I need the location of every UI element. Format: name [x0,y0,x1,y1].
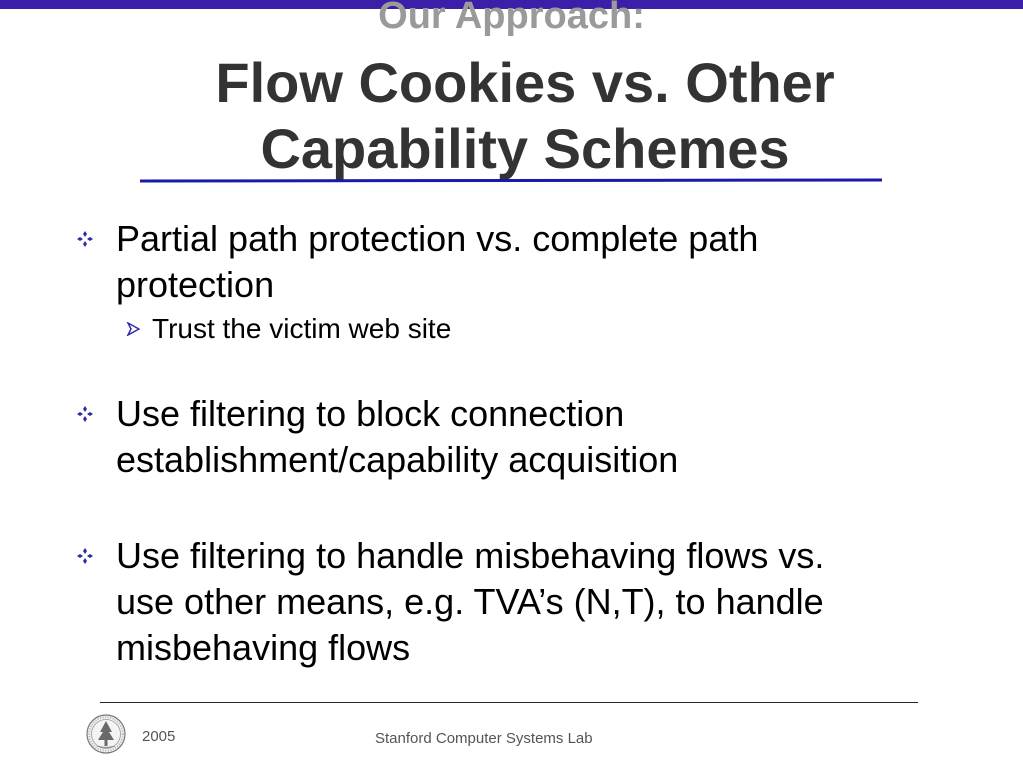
bullet-2-line-1: Use filtering to block connection [116,393,625,434]
sub-bullet-1-text: Trust the victim web site [152,313,452,344]
top-accent-bar [0,0,1023,9]
slide-title: Flow Cookies vs. Other Capability Scheme… [0,50,1023,182]
footer-lab-name: Stanford Computer Systems Lab [375,730,593,747]
footer-divider [100,702,918,703]
bullet-2-line-2: establishment/capability acquisition [116,439,679,480]
diamond-bullet-icon [77,406,93,422]
bullet-item-3: Use filtering to handle misbehaving flow… [77,533,956,671]
bullet-3-line-2: use other means, e.g. TVA’s (N,T), to ha… [116,581,824,622]
slide-title-line-2: Capability Schemes [260,117,790,180]
bullet-1-line-1: Partial path protection vs. complete pat… [116,218,759,259]
bullet-3-line-1: Use filtering to handle misbehaving flow… [116,535,825,576]
diamond-bullet-icon [77,231,93,247]
diamond-bullet-icon [77,548,93,564]
slide-supertitle: Our Approach: [378,0,645,37]
bullet-item-1: Partial path protection vs. complete pat… [77,216,956,308]
footer-year: 2005 [142,728,176,745]
arrow-bullet-icon [126,322,140,336]
stanford-seal-icon [86,714,126,754]
bullet-1-line-2: protection [116,264,275,305]
sub-bullet-item-1: Trust the victim web site [126,312,932,346]
bullet-item-2: Use filtering to block connection establ… [77,391,956,483]
bullet-3-line-3: misbehaving flows [116,627,411,668]
slide-title-line-1: Flow Cookies vs. Other [215,51,835,114]
